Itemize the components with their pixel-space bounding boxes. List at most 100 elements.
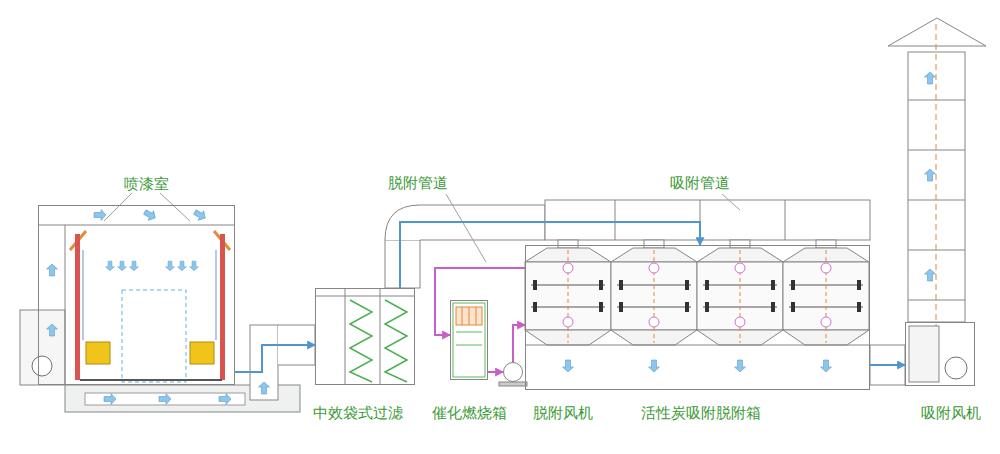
heater-grid [456, 307, 482, 325]
filter-top-band [315, 296, 415, 297]
flow-arrow [190, 261, 199, 271]
valve [649, 263, 659, 273]
equipment-name: 喷漆室 [124, 175, 169, 193]
carbon-module [697, 240, 783, 345]
lift-rail [220, 234, 225, 380]
flow-connector [870, 364, 905, 366]
fitting [791, 302, 795, 312]
stack-cap [888, 18, 986, 46]
filter-bag [350, 300, 372, 382]
adsorption-duct [545, 200, 870, 240]
carbon-module [525, 240, 611, 345]
equipment-name: 吸附风机 [921, 404, 981, 422]
catalyst-layer [456, 345, 482, 346]
fitting [619, 302, 623, 312]
fitting [705, 280, 709, 290]
flow-arrow [142, 207, 158, 223]
flow-arrow [821, 360, 832, 372]
fitting [791, 280, 795, 290]
equipment-name: 活性炭吸附脱附箱 [641, 404, 761, 422]
flow-arrow [735, 360, 746, 372]
flow-arrow [104, 394, 116, 405]
fan-motor [945, 357, 967, 379]
flow-arrow [94, 210, 106, 221]
catalytic-combustor: 催化燃烧箱 [450, 300, 488, 380]
workpiece-outline [122, 290, 186, 382]
flow-arrow [118, 261, 127, 271]
flow-connector [435, 268, 525, 335]
supply-column-line [65, 225, 66, 385]
pipe-callout: 吸附管道 [670, 174, 730, 192]
fitting [533, 280, 537, 290]
fitting [685, 280, 689, 290]
inlet-hood [558, 240, 578, 248]
rise-duct [385, 240, 420, 288]
flow-arrow [106, 261, 115, 271]
filter-divider [345, 288, 346, 385]
flow-arrow [178, 261, 187, 271]
fan-base [499, 382, 527, 386]
bag-filter: 中效袋式过滤 [315, 288, 415, 385]
flow-arrow [166, 261, 175, 271]
flow-connector [513, 325, 525, 362]
inlet-hood [816, 240, 836, 248]
flow-arrow [925, 269, 936, 281]
fitting [857, 302, 861, 312]
fan-housing [909, 326, 939, 382]
adsorption-fan: 吸附风机 [905, 322, 975, 386]
equipment-name: 催化燃烧箱 [432, 404, 507, 422]
riser-duct [250, 325, 278, 400]
lift-rail [75, 234, 80, 380]
fitting [599, 280, 603, 290]
carbon-module [611, 240, 697, 345]
heater-bar [476, 307, 477, 325]
flow-arrow [192, 207, 208, 223]
heater-bar [469, 307, 470, 325]
fitting [771, 280, 775, 290]
lift-cable [216, 250, 217, 340]
flow-arrow [47, 324, 58, 336]
flow-connector [488, 371, 503, 373]
catalyst-layer [456, 332, 482, 333]
flow-arrow [219, 394, 231, 405]
duct-joint [615, 200, 616, 240]
booth-fan [32, 356, 52, 376]
stack-center-line [936, 24, 937, 340]
equipment-name: 中效袋式过滤 [313, 404, 403, 422]
spray-booth: 喷漆室 [38, 205, 235, 385]
flow-arrow [925, 72, 936, 84]
fitting [857, 280, 861, 290]
leader-line [722, 194, 740, 210]
valve [649, 317, 659, 327]
inlet-hood [644, 240, 664, 248]
fitting [599, 302, 603, 312]
valve [821, 317, 831, 327]
leader-line [160, 193, 190, 221]
fitting [619, 280, 623, 290]
flow-connector [400, 222, 700, 288]
carbon-adsorber: 活性炭吸附脱附箱 [525, 245, 870, 390]
filter-bag [385, 300, 407, 382]
fitting [705, 302, 709, 312]
booth-fan-housing [20, 310, 65, 385]
transition-duct [870, 345, 905, 385]
duct-joint [785, 200, 786, 240]
filter-divider [380, 288, 381, 385]
lift-platform [190, 342, 214, 364]
fitting [685, 302, 689, 312]
inlet-hood [730, 240, 750, 248]
flow-arrow [563, 360, 574, 372]
lift-cable [83, 250, 84, 340]
combustion-inner [453, 303, 485, 377]
floor-duct [85, 393, 245, 405]
fitting [533, 302, 537, 312]
flow-connector [235, 345, 315, 372]
valve [821, 263, 831, 273]
valve [735, 263, 745, 273]
valve [563, 263, 573, 273]
valve [563, 317, 573, 327]
